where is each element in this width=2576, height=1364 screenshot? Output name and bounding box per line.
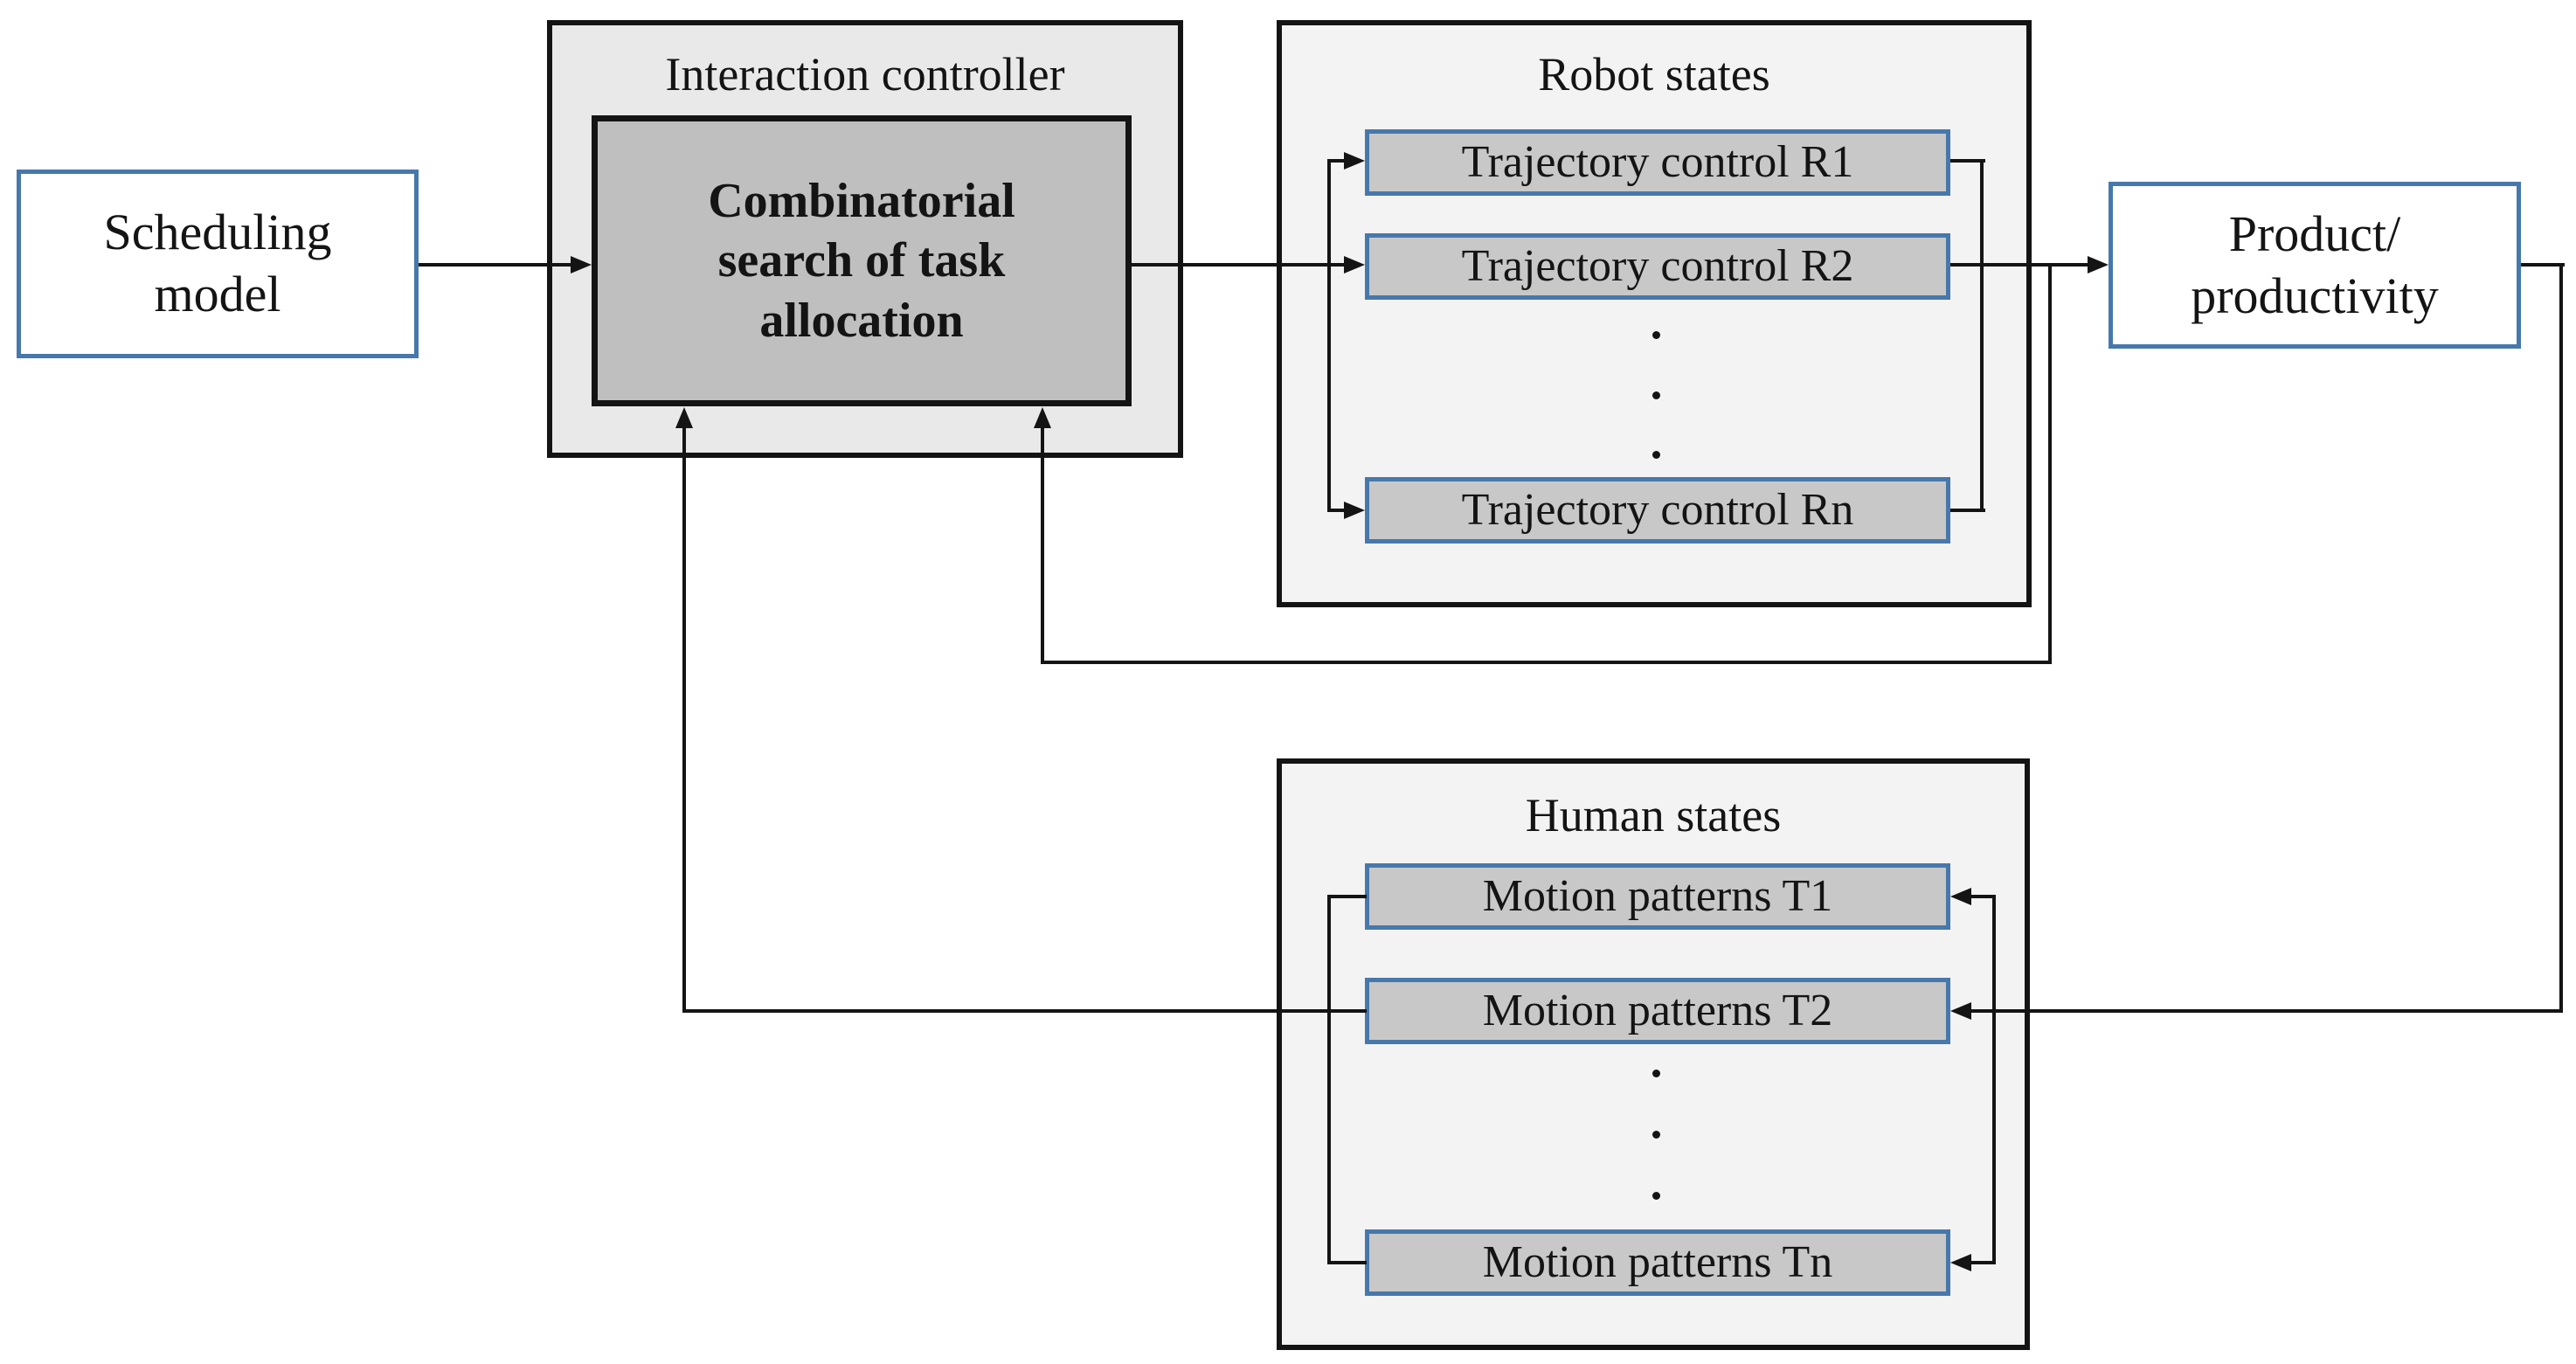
robot-feedback-drop (2048, 263, 2052, 664)
robot-ellipsis-dot (1652, 451, 1660, 459)
robot-input-distributor (1327, 159, 1331, 512)
arrowhead-into-t2 (1950, 1002, 1971, 1020)
connector-product-to-t2 (1970, 1009, 2563, 1013)
motion-patterns-t2-box: Motion patterns T2 (1365, 978, 1950, 1044)
connector-rn-out (1950, 509, 1985, 512)
human-output-collector (1327, 895, 1331, 1264)
arrowhead-robot-feedback-up (1034, 407, 1051, 428)
human-feedback-riser (682, 428, 686, 1011)
combinatorial-search-box: Combinatorial search of task allocation (592, 115, 1132, 406)
product-productivity-box: Product/ productivity (2109, 182, 2521, 349)
connector-r1-out (1950, 159, 1985, 163)
human-ellipsis-dot (1652, 1070, 1660, 1077)
motion-patterns-t1-box: Motion patterns T1 (1365, 863, 1950, 930)
arrowhead-into-r2 (1344, 256, 1365, 273)
arrowhead-into-tn (1950, 1254, 1971, 1271)
interaction-controller-title: Interaction controller (665, 48, 1065, 100)
arrowhead-into-r1 (1344, 152, 1365, 170)
human-ellipsis-dot (1652, 1131, 1660, 1139)
robot-feedback-horizontal (1041, 661, 2052, 664)
trajectory-control-rn-box: Trajectory control Rn (1365, 477, 1950, 544)
product-feedback-drop (2559, 263, 2563, 1013)
trajectory-control-r2-box: Trajectory control R2 (1365, 233, 1950, 300)
connector-product-out (2521, 263, 2565, 267)
connector-to-t1 (1970, 895, 1996, 898)
human-states-title: Human states (1525, 789, 1782, 841)
robot-ellipsis-dot (1652, 331, 1660, 339)
scheduling-model-box: Scheduling model (17, 170, 419, 358)
connector-t1-out (1329, 895, 1367, 898)
arrowhead-into-combinatorial (571, 256, 592, 273)
connector-to-rn (1329, 509, 1347, 512)
human-ellipsis-dot (1652, 1192, 1660, 1200)
motion-patterns-tn-box: Motion patterns Tn (1365, 1229, 1950, 1296)
robot-output-collector (1980, 159, 1984, 512)
arrowhead-into-rn (1344, 502, 1365, 519)
robot-states-title: Robot states (1538, 48, 1770, 100)
human-feedback-horizontal (682, 1009, 1367, 1013)
robot-feedback-riser (1041, 428, 1044, 664)
arrowhead-into-product (2088, 256, 2109, 273)
connector-controller-to-robot (1132, 263, 1347, 267)
connector-scheduling-to-controller (419, 263, 574, 267)
connector-to-tn (1970, 1261, 1996, 1264)
human-input-distributor (1992, 895, 1996, 1264)
connector-to-r1 (1329, 159, 1347, 163)
robot-ellipsis-dot (1652, 391, 1660, 399)
connector-tn-out (1329, 1261, 1367, 1264)
arrowhead-into-t1 (1950, 888, 1971, 905)
arrowhead-human-feedback-up (675, 407, 693, 428)
connector-robot-to-product (1950, 263, 2090, 267)
trajectory-control-r1-box: Trajectory control R1 (1365, 129, 1950, 196)
